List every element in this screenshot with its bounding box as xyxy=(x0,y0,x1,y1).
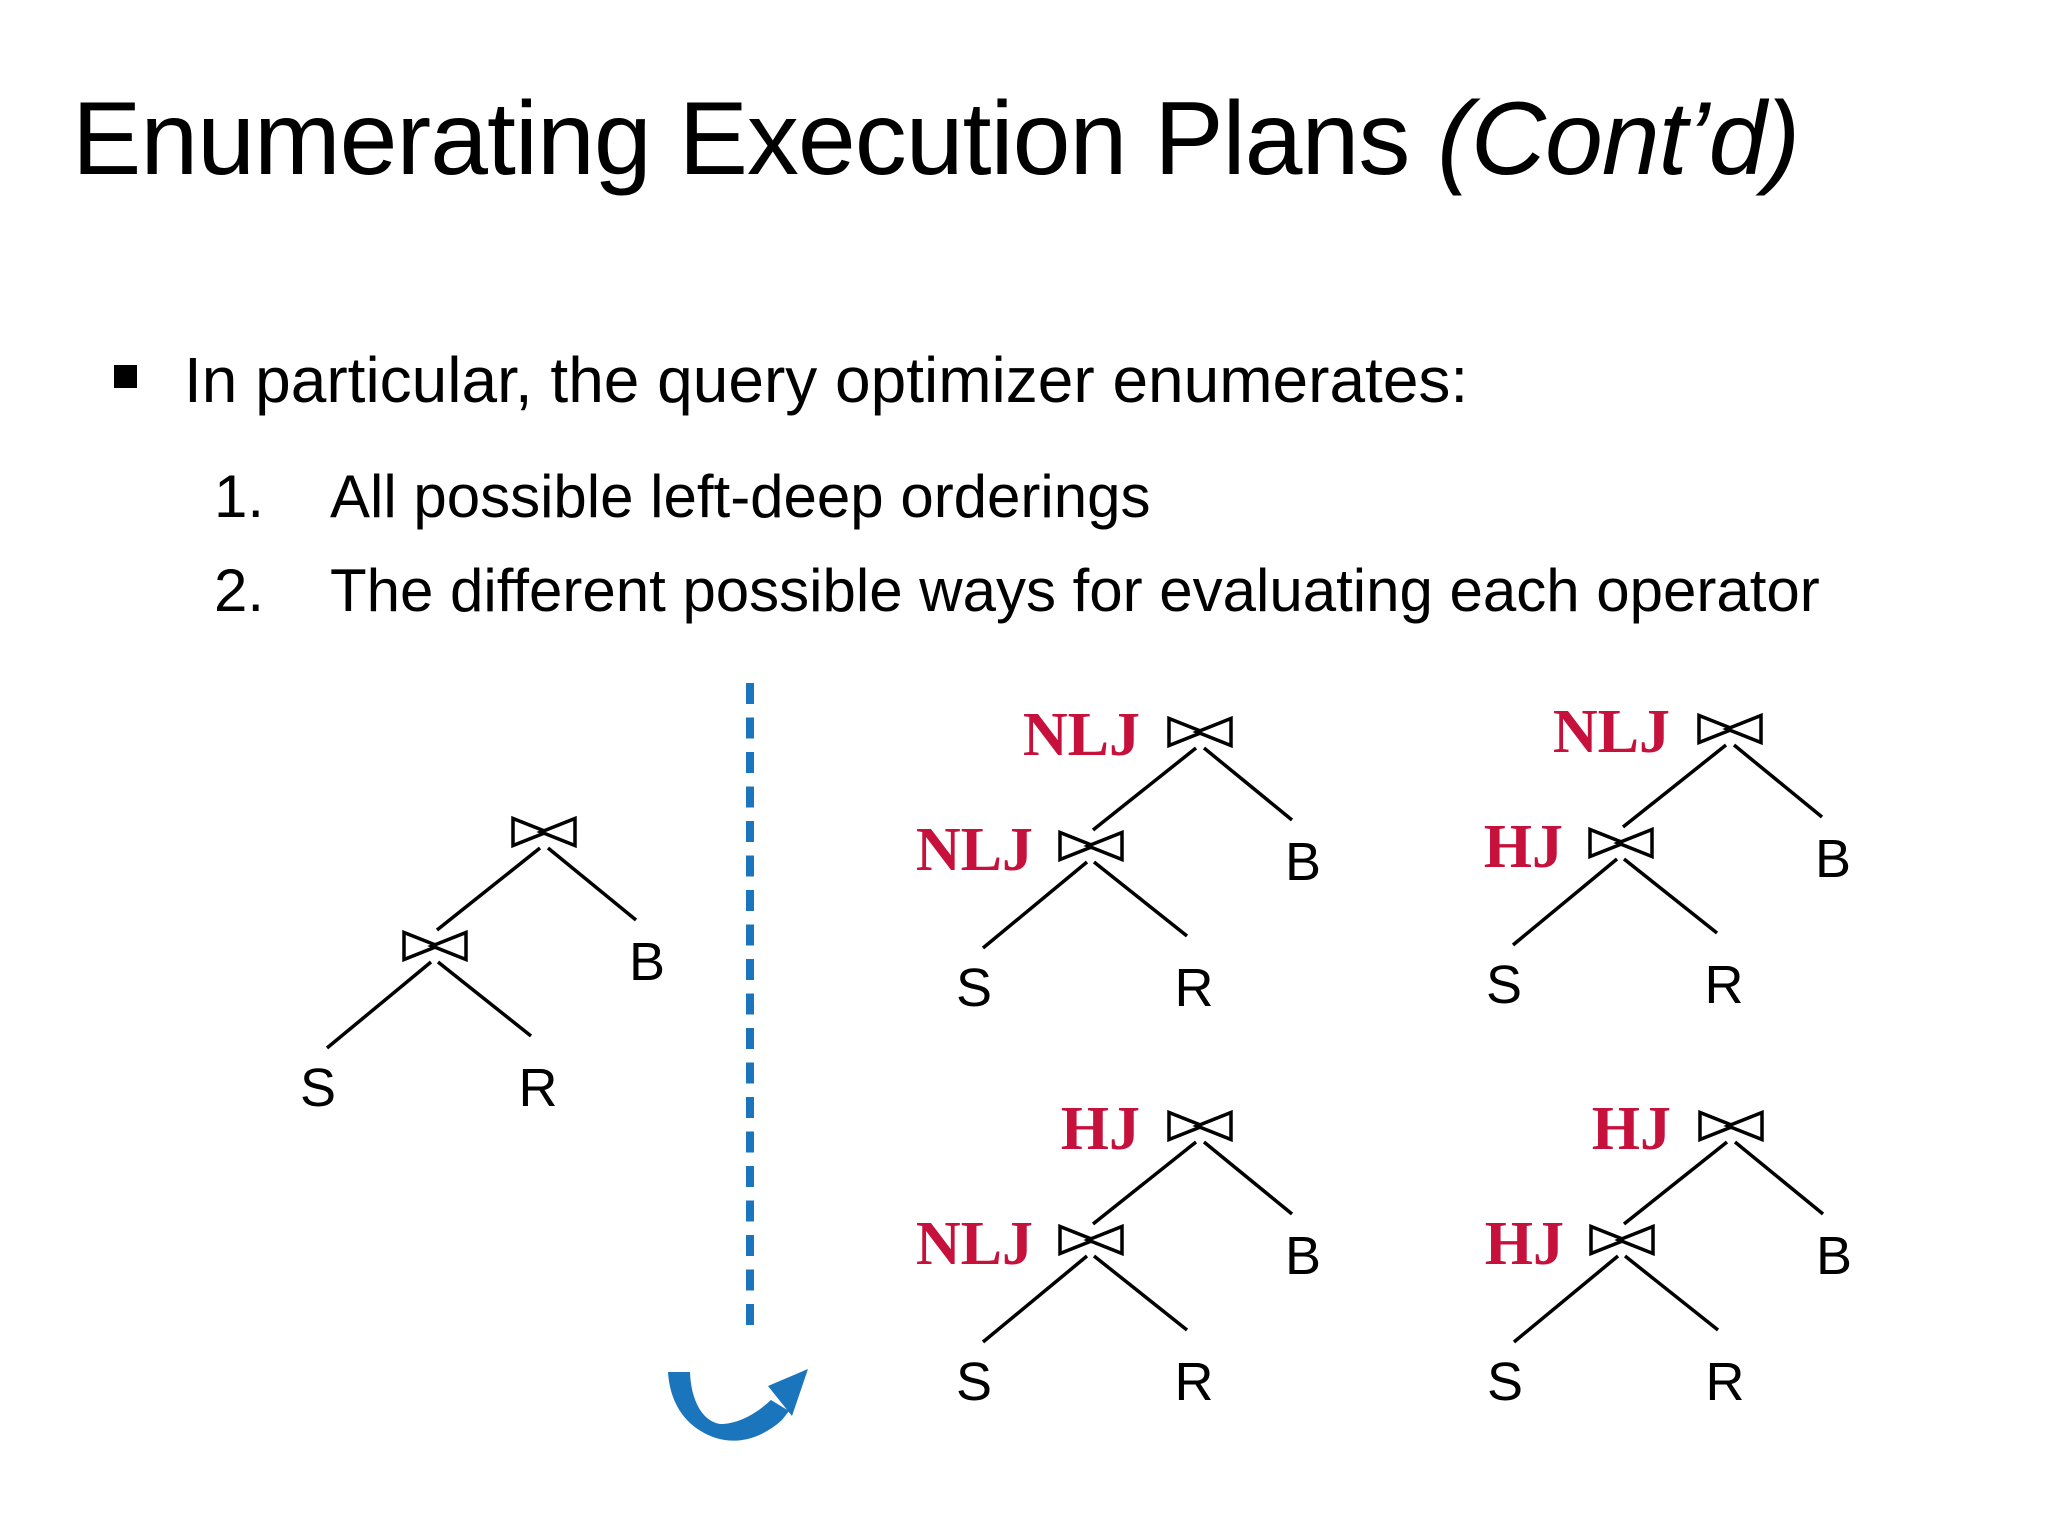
tree-edge xyxy=(1512,1254,1620,1344)
page-title-main: Enumerating Execution Plans xyxy=(72,81,1438,197)
leaf-label-s: S xyxy=(956,958,992,1018)
root-join-label: NLJ xyxy=(1553,698,1670,766)
join-tree-nlj-nlj: NLJ NLJ S R B xyxy=(916,701,1321,1018)
tree-edge xyxy=(1202,1140,1294,1216)
tree-edge xyxy=(435,846,542,932)
join-bowtie-icon xyxy=(1058,829,1124,863)
join-bowtie-icon xyxy=(1167,1109,1233,1143)
tree-edge xyxy=(1091,1140,1198,1226)
tree-edge xyxy=(1621,743,1728,829)
tree-edge xyxy=(1202,746,1294,822)
leaf-label-b: B xyxy=(629,932,665,992)
bullet-text: In particular, the query optimizer enume… xyxy=(184,344,1469,416)
page-title-contd: (Cont’d) xyxy=(1437,81,1800,197)
item-text: The different possible ways for evaluati… xyxy=(330,557,1820,624)
numbered-item-1: 1. All possible left-deep orderings xyxy=(214,462,1150,531)
leaf-label-r: R xyxy=(519,1058,558,1118)
leaf-label-s: S xyxy=(1487,1352,1523,1412)
tree-edge xyxy=(1622,857,1719,935)
lower-join-label: NLJ xyxy=(916,1210,1033,1278)
lower-join-label: NLJ xyxy=(916,816,1033,884)
curved-arrow-icon xyxy=(668,1369,808,1441)
tree-edge xyxy=(1732,743,1824,819)
leaf-label-b: B xyxy=(1285,832,1321,892)
tree-edge xyxy=(981,1254,1089,1344)
root-join-label: NLJ xyxy=(1023,701,1140,769)
tree-edge xyxy=(1092,860,1189,938)
tree-edge xyxy=(1622,1140,1729,1226)
join-bowtie-icon xyxy=(1697,712,1763,746)
join-bowtie-icon xyxy=(1058,1223,1124,1257)
root-join-label: HJ xyxy=(1061,1095,1140,1163)
tree-edge xyxy=(1091,746,1198,832)
join-bowtie-icon xyxy=(1698,1109,1764,1143)
tree-edge xyxy=(1733,1140,1825,1216)
leaf-label-s: S xyxy=(956,1352,992,1412)
join-tree-hj-hj: HJ HJ S R B xyxy=(1485,1095,1852,1412)
dashed-divider xyxy=(746,683,754,1335)
join-bowtie-icon xyxy=(1588,826,1654,860)
leaf-label-b: B xyxy=(1816,1226,1852,1286)
leaf-label-s: S xyxy=(300,1058,336,1118)
join-bowtie-icon xyxy=(1167,715,1233,749)
join-bowtie-icon xyxy=(1589,1223,1655,1257)
tree-edge xyxy=(546,846,638,922)
join-tree-base: S R B xyxy=(300,815,665,1118)
leaf-label-s: S xyxy=(1486,955,1522,1015)
leaf-label-r: R xyxy=(1706,1352,1745,1412)
tree-edge xyxy=(325,960,433,1050)
tree-edge xyxy=(981,860,1089,950)
item-number: 1. xyxy=(214,463,265,530)
leaf-label-r: R xyxy=(1175,1352,1214,1412)
leaf-label-r: R xyxy=(1175,958,1214,1018)
leaf-label-r: R xyxy=(1705,955,1744,1015)
lower-join-label: HJ xyxy=(1485,1210,1564,1278)
tree-edge xyxy=(1623,1254,1720,1332)
tree-edge xyxy=(1092,1254,1189,1332)
tree-edge xyxy=(436,960,533,1038)
leaf-label-b: B xyxy=(1285,1226,1321,1286)
root-join-label: HJ xyxy=(1592,1095,1671,1163)
join-tree-hj-nlj: HJ NLJ S R B xyxy=(916,1095,1321,1412)
tree-edge xyxy=(1511,857,1619,947)
numbered-item-2: 2. The different possible ways for evalua… xyxy=(214,556,1820,625)
item-number: 2. xyxy=(214,557,265,624)
item-text: All possible left-deep orderings xyxy=(330,463,1151,530)
lower-join-label: HJ xyxy=(1484,813,1563,881)
join-bowtie-icon xyxy=(402,929,468,963)
join-bowtie-icon xyxy=(511,815,577,849)
leaf-label-b: B xyxy=(1815,829,1851,889)
bullet-marker xyxy=(114,365,137,388)
page-title: Enumerating Execution Plans (Cont’d) xyxy=(72,80,1800,200)
join-tree-nlj-hj: NLJ HJ S R B xyxy=(1484,698,1851,1015)
